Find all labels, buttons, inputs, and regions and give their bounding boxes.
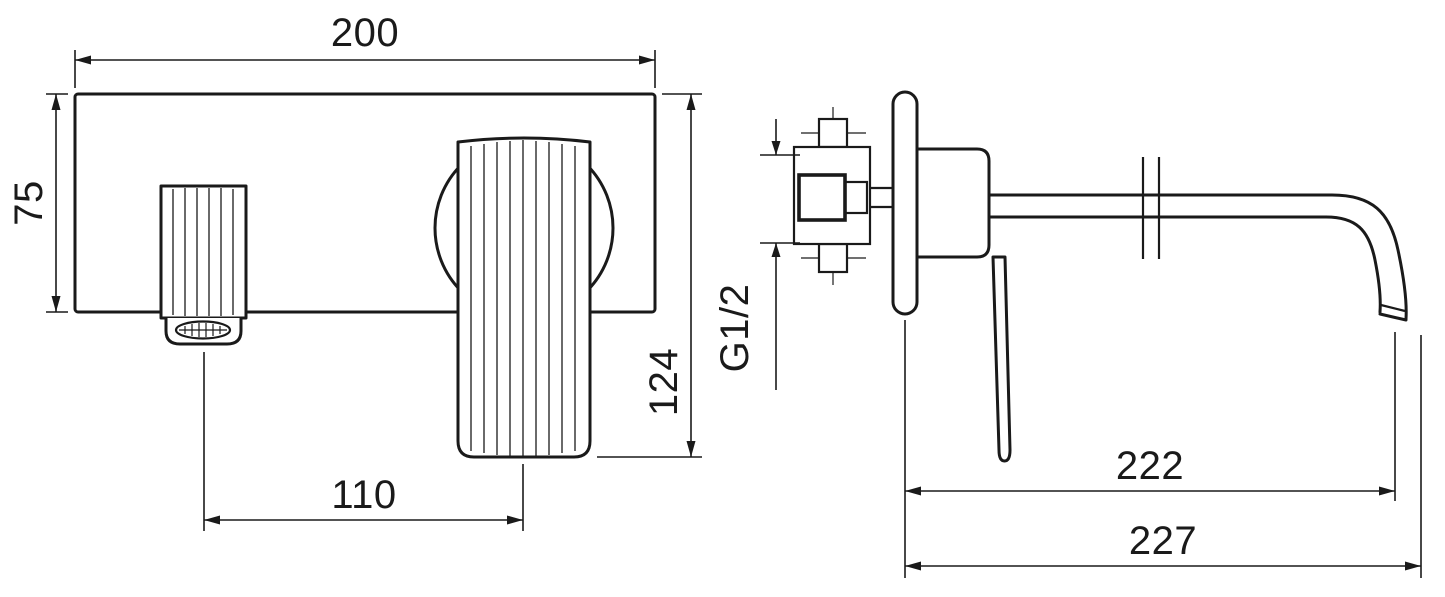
handle-flutes	[470, 140, 576, 456]
spout-joint-ring	[1141, 157, 1161, 259]
front-view: 200 75 124 110	[7, 11, 702, 531]
spout-front	[159, 184, 248, 346]
arrowhead	[686, 441, 696, 457]
dim-reach-label: 222	[1116, 444, 1184, 488]
arrowhead	[905, 561, 921, 571]
spout-flutes	[172, 188, 234, 316]
dim-total-height: 124	[597, 93, 702, 458]
dim-overall-width: 200	[74, 11, 656, 88]
dim-plate-height: 75	[7, 93, 68, 313]
dim-projection-label: 227	[1129, 519, 1197, 563]
arrowhead	[1379, 486, 1395, 496]
aerator	[174, 320, 232, 340]
arrowhead	[639, 55, 655, 65]
arrowhead	[51, 94, 61, 110]
dim-plate-height-label: 75	[7, 180, 51, 226]
arrowhead	[51, 296, 61, 312]
dim-spout-offset-label: 110	[331, 473, 396, 517]
arrowhead	[771, 141, 781, 155]
handle-lever	[991, 255, 1012, 463]
dim-width-label: 200	[331, 11, 399, 55]
dim-overall-projection: 227	[905, 335, 1422, 578]
handle-front	[456, 136, 592, 459]
side-view: G1/2 222 227	[713, 90, 1422, 578]
dim-spout-reach: 222	[904, 320, 1396, 578]
valve-body	[792, 107, 893, 285]
arrowhead	[771, 243, 781, 257]
arrowhead	[905, 486, 921, 496]
dim-thread-label: G1/2	[713, 284, 757, 373]
arrowhead	[507, 515, 523, 525]
arrowhead	[75, 55, 91, 65]
wall-plate-edge	[891, 90, 919, 316]
arrowhead	[204, 515, 220, 525]
dim-spout-offset: 110	[203, 352, 524, 531]
handle-base-side	[915, 147, 991, 259]
dim-inlet-thread: G1/2	[713, 119, 800, 390]
arrowhead	[1405, 561, 1421, 571]
dim-total-height-label: 124	[642, 348, 686, 416]
arrowhead	[686, 94, 696, 110]
spout-side	[987, 157, 1408, 322]
